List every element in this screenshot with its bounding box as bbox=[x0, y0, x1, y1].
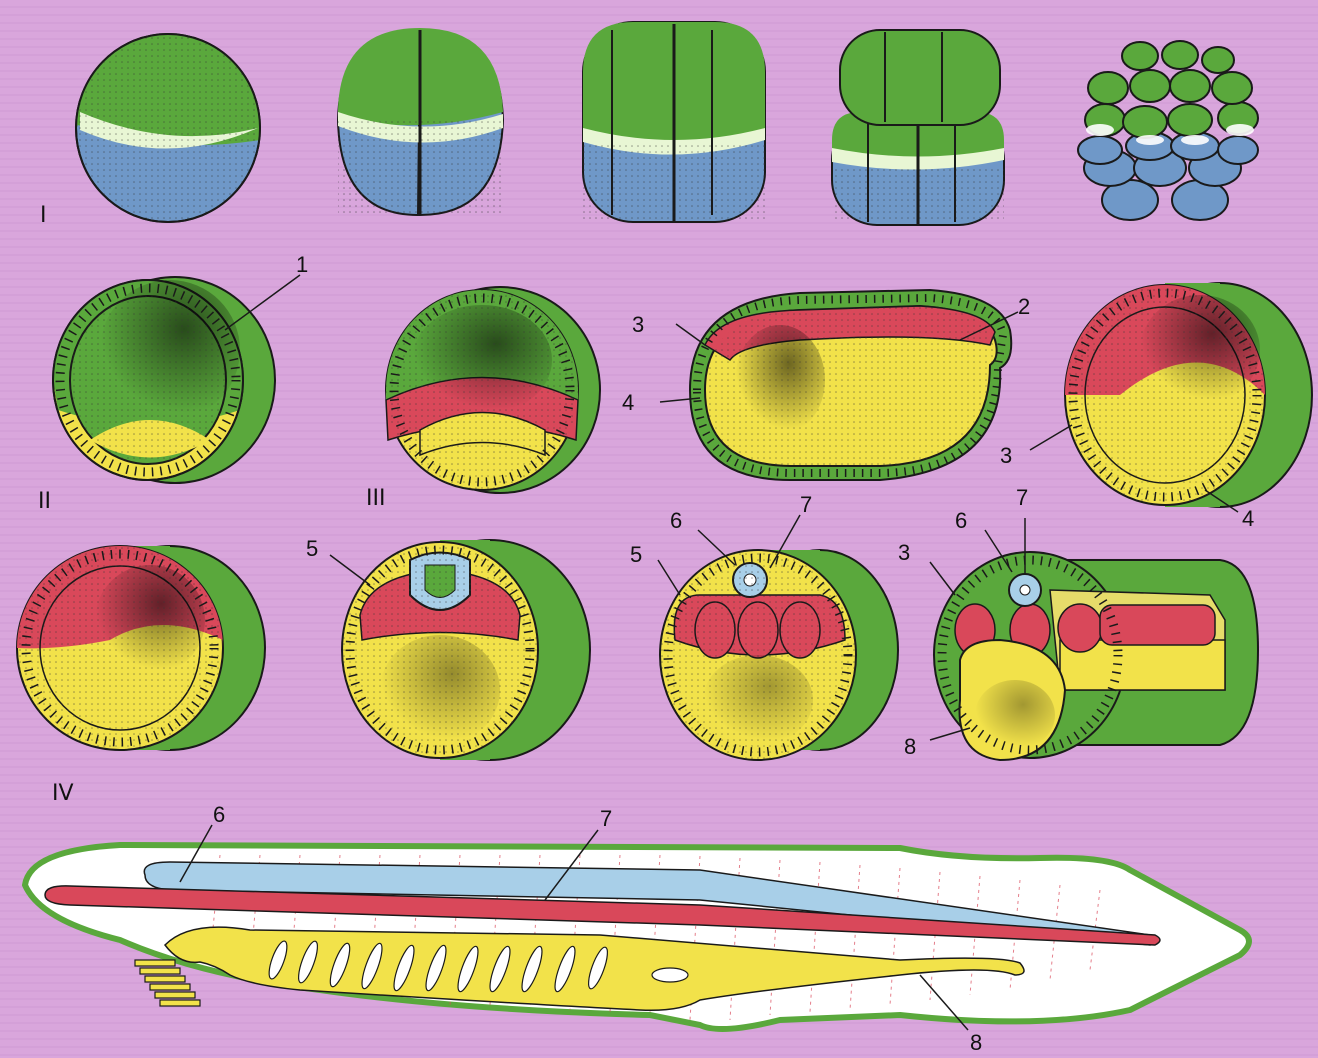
label-4-a: 4 bbox=[622, 390, 634, 415]
label-3-b: 3 bbox=[1000, 443, 1012, 468]
zygote bbox=[76, 34, 260, 222]
label-8-a: 8 bbox=[904, 734, 916, 759]
label-6-a: 6 bbox=[670, 508, 682, 533]
label-3-c: 3 bbox=[898, 540, 910, 565]
stage-label-IV: IV bbox=[52, 781, 74, 806]
label-6-c: 6 bbox=[213, 802, 225, 827]
eight-cell-stage bbox=[832, 30, 1004, 225]
label-7-a: 7 bbox=[800, 492, 812, 517]
label-8-b: 8 bbox=[970, 1030, 982, 1055]
label-5-a: 5 bbox=[306, 536, 318, 561]
label-6-b: 6 bbox=[955, 508, 967, 533]
two-cell-stage bbox=[338, 28, 504, 215]
label-2: 2 bbox=[1018, 294, 1030, 319]
stage-label-II: II bbox=[38, 489, 51, 514]
label-7-c: 7 bbox=[600, 806, 612, 831]
stage-label-III: III bbox=[366, 486, 385, 511]
label-7-b: 7 bbox=[1016, 485, 1028, 510]
label-5-b: 5 bbox=[630, 542, 642, 567]
four-cell-stage bbox=[583, 22, 765, 222]
label-3-a: 3 bbox=[632, 312, 644, 337]
stage-label-I: I bbox=[40, 203, 47, 228]
label-4-b: 4 bbox=[1242, 506, 1254, 531]
label-1: 1 bbox=[296, 252, 308, 277]
